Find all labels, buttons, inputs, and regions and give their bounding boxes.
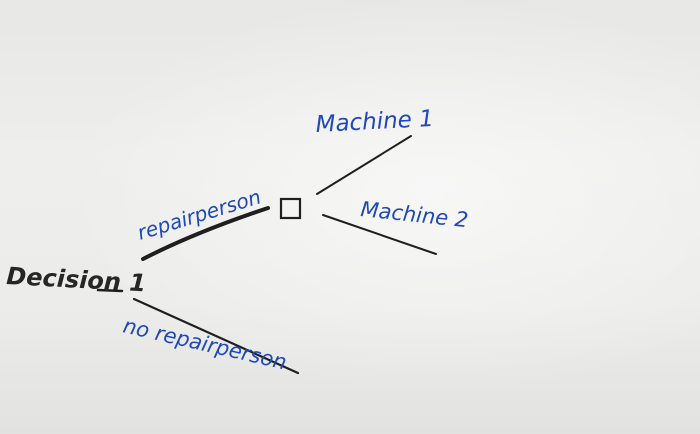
branch-line-no-repairperson (132, 297, 300, 375)
branch-line-repairperson (141, 206, 270, 261)
branch-label-machine-1: Machine 1 (315, 106, 434, 138)
branch-line-machine-1 (316, 135, 412, 195)
root-label-underline (96, 288, 124, 293)
root-label: Decision 1 (6, 262, 147, 297)
root-node: Decision 1 (6, 262, 147, 297)
branch-label-no-repairperson: no repairperson (121, 313, 289, 374)
branch-label-machine-2: Machine 2 (359, 197, 469, 232)
sub-branch-machine-2: Machine 2 (322, 197, 469, 255)
decision-node-square (279, 197, 302, 220)
branch-repairperson: repairperson (134, 184, 270, 261)
branch-line-machine-2 (322, 214, 437, 255)
branch-no-repairperson: no repairperson (121, 297, 300, 375)
sub-branch-machine-1: Machine 1 (315, 106, 434, 195)
